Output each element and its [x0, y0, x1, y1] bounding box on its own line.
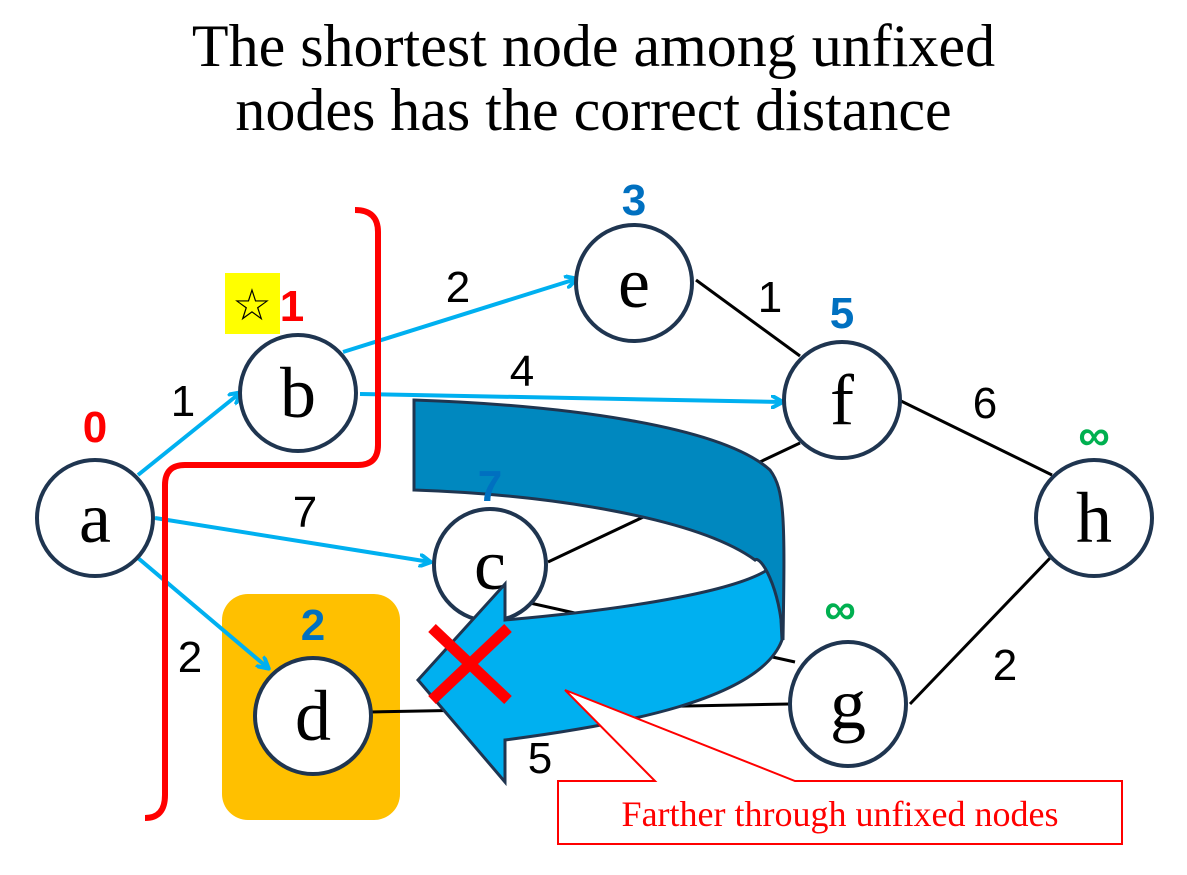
edge-f-h	[900, 399, 1053, 477]
edge-a-d	[136, 556, 268, 668]
edge-weight-a-c: 7	[293, 488, 317, 537]
edge-weight-e-f: 1	[758, 273, 782, 322]
edge-weight-g-h: 2	[993, 641, 1017, 690]
node-label-b: b	[280, 353, 316, 433]
node-label-a: a	[79, 478, 111, 558]
edge-b-e	[342, 279, 576, 354]
relaxed-edges	[136, 279, 782, 668]
node-e	[574, 223, 694, 343]
node-label-g: g	[830, 664, 866, 744]
curved-arrow	[412, 398, 786, 787]
node-label-d: d	[295, 676, 331, 756]
star-icon: ☆	[232, 280, 271, 331]
node-label-h: h	[1076, 478, 1112, 558]
edge-weight-a-b: 1	[171, 377, 195, 426]
callout-box	[557, 689, 1123, 845]
rejected-path-x-icon	[428, 624, 512, 704]
distance-label-b: 1	[280, 282, 304, 331]
node-h	[1034, 458, 1154, 578]
callout-text: Farther through unfixed nodes	[622, 794, 1059, 834]
node-label-f: f	[830, 360, 854, 440]
curved-arrow-lower-band	[416, 555, 784, 787]
edge-weight-b-e: 2	[446, 263, 470, 312]
fixed-set-boundary	[144, 207, 381, 821]
node-a	[35, 458, 155, 578]
distance-label-f: 5	[830, 289, 854, 338]
node-label-e: e	[618, 243, 650, 323]
curved-arrow-upper-band	[412, 398, 786, 641]
distance-label-g: ∞	[824, 585, 855, 634]
node-d	[253, 656, 373, 776]
distance-label-a: 0	[83, 403, 107, 452]
edge-weight-a-d: 2	[178, 633, 202, 682]
distance-label-h: ∞	[1078, 411, 1109, 460]
distance-labels: 0 1 7 2 3 5 ∞ ∞	[83, 176, 1110, 650]
slide-title: The shortest node among unfixed nodes ha…	[0, 14, 1187, 142]
edge-a-c	[154, 516, 430, 562]
callout: Farther through unfixed nodes	[557, 689, 1123, 845]
edge-b-f	[359, 392, 782, 402]
edge-a-b	[136, 393, 240, 477]
node-g	[788, 640, 908, 768]
star-highlight	[225, 273, 280, 334]
edge-weight-b-f: 4	[510, 347, 534, 396]
distance-label-d: 2	[301, 601, 325, 650]
node-f	[782, 340, 902, 460]
title-line-1: The shortest node among unfixed	[191, 13, 996, 79]
distance-label-c: 7	[478, 462, 502, 511]
edge-e-f	[695, 278, 801, 358]
node-b	[238, 333, 358, 453]
edge-weight-d-g: 5	[528, 734, 552, 783]
title-line-2: nodes has the correct distance	[235, 77, 952, 143]
edge-g-h	[908, 554, 1054, 706]
distance-label-e: 3	[622, 176, 646, 225]
edge-weight-f-h: 6	[973, 379, 997, 428]
